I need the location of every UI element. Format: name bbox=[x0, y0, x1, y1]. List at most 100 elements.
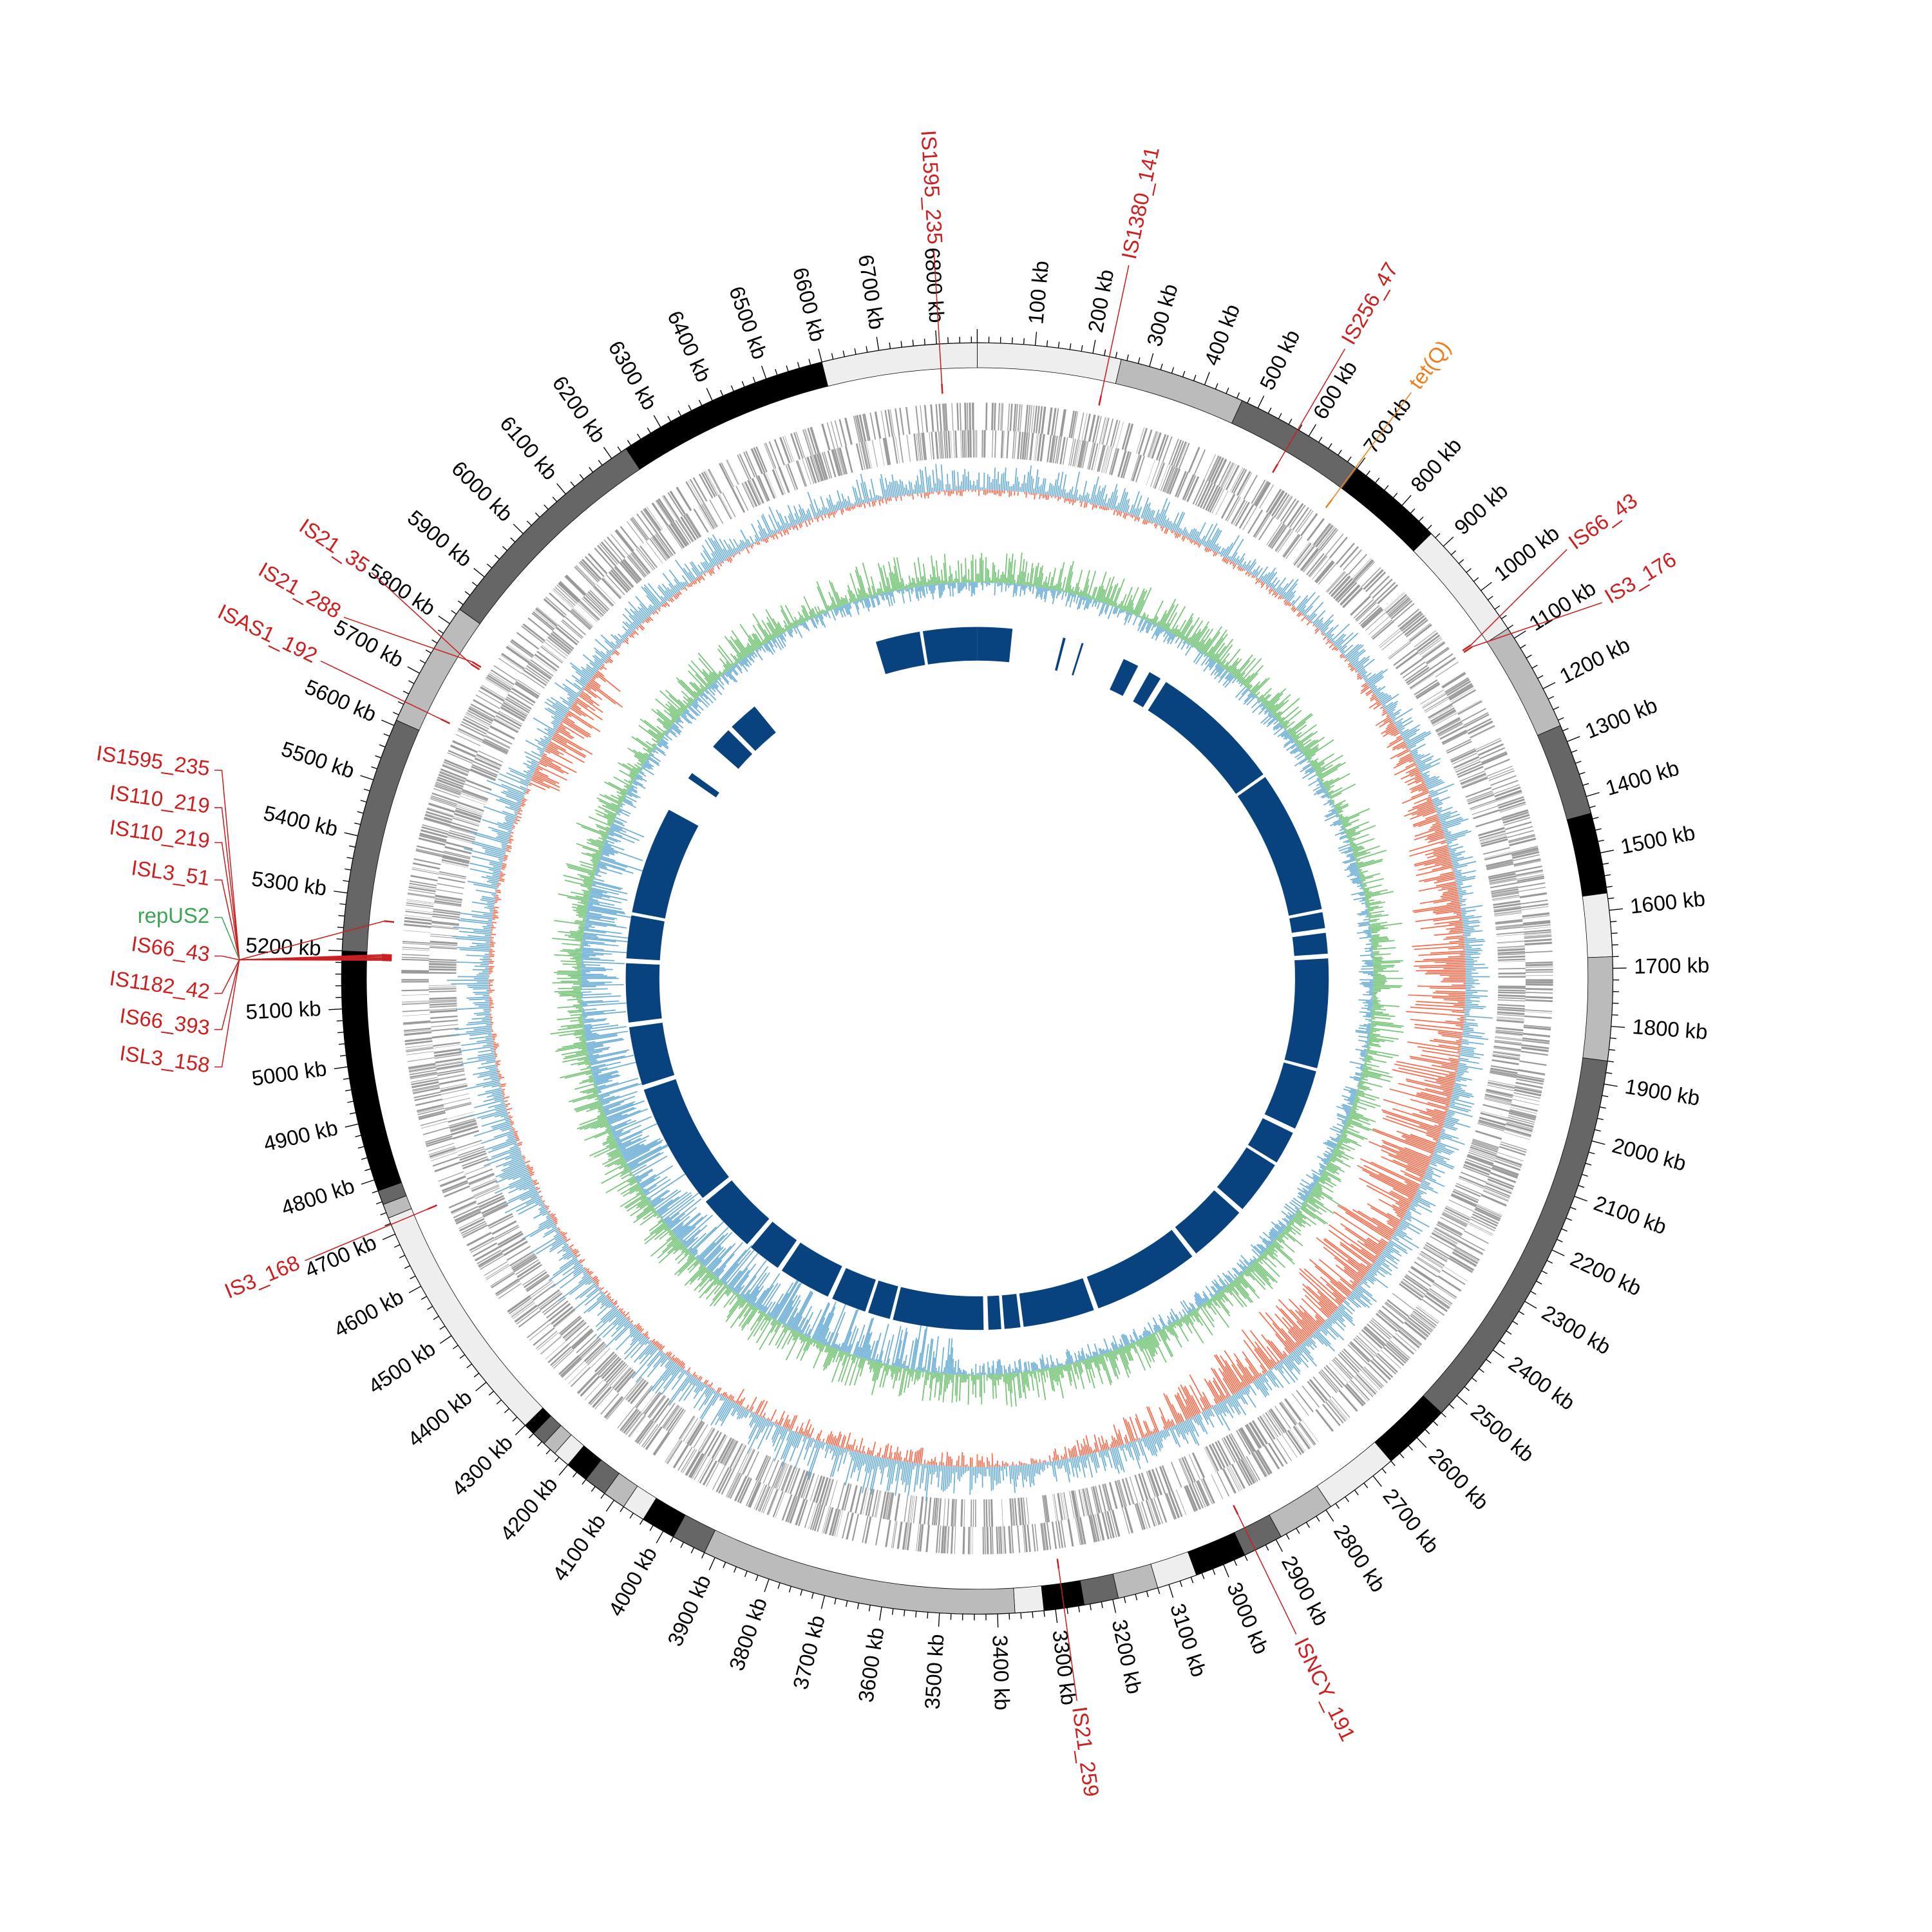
tick-label: 800 kb bbox=[1406, 433, 1466, 497]
ideogram-band bbox=[341, 951, 402, 1191]
feature-mark bbox=[1463, 646, 1473, 654]
tick-label: 100 kb bbox=[1023, 260, 1053, 325]
homology-block bbox=[1237, 777, 1322, 916]
homology-block bbox=[705, 1180, 770, 1245]
tick-label: 4100 kb bbox=[547, 1510, 610, 1585]
homology-block bbox=[1019, 1278, 1094, 1327]
gc-content-positive bbox=[550, 553, 1404, 1407]
feature-leader-line bbox=[1472, 602, 1602, 648]
tick-label: 3100 kb bbox=[1166, 1600, 1211, 1680]
tick-label: 5900 kb bbox=[403, 506, 477, 572]
homology-block bbox=[632, 810, 699, 919]
ideogram-band bbox=[1112, 1564, 1159, 1599]
tick-label: 3700 kb bbox=[788, 1613, 829, 1692]
feature-mark bbox=[427, 1204, 438, 1210]
feature-leader-line bbox=[371, 572, 471, 665]
gc-content-negative bbox=[580, 582, 1374, 1375]
tick-label: 5800 kb bbox=[364, 558, 440, 620]
tick-label: 2300 kb bbox=[1538, 1300, 1615, 1359]
tick-label: 5600 kb bbox=[301, 674, 380, 726]
homology-block bbox=[1110, 659, 1139, 696]
tick-label: 6500 kb bbox=[724, 283, 772, 363]
homology-block bbox=[1133, 672, 1161, 708]
feature-mark bbox=[1098, 395, 1103, 406]
tick-label: 2600 kb bbox=[1424, 1443, 1493, 1514]
tick-label: 5300 kb bbox=[251, 866, 328, 900]
homology-block bbox=[625, 963, 662, 1023]
homology-block bbox=[643, 1079, 729, 1198]
homology-block bbox=[781, 1242, 842, 1297]
feature-label: ISL3_158 bbox=[118, 1041, 212, 1077]
tick-label: 1200 kb bbox=[1556, 632, 1634, 688]
feature-mark bbox=[1272, 463, 1279, 473]
tick-label: 5700 kb bbox=[330, 615, 407, 672]
feature-label: tet(Q) bbox=[1404, 336, 1455, 393]
homology-block bbox=[1055, 638, 1066, 671]
homology-block bbox=[750, 1221, 797, 1268]
gc-skew-positive bbox=[447, 464, 1493, 1502]
ideogram-band bbox=[1115, 359, 1243, 424]
feature-label: IS1595_235 bbox=[916, 129, 947, 245]
tick-label: 5100 kb bbox=[245, 996, 322, 1024]
tick-label: 3800 kb bbox=[724, 1595, 772, 1674]
feature-label: IS66_393 bbox=[118, 1003, 212, 1039]
tick-label: 900 kb bbox=[1450, 478, 1513, 539]
tick-label: 3000 kb bbox=[1222, 1578, 1273, 1657]
gc-skew-negative bbox=[488, 489, 1466, 1468]
feature-mark bbox=[1325, 499, 1333, 509]
homology-block bbox=[688, 773, 719, 798]
tick-label: 2000 kb bbox=[1610, 1133, 1689, 1175]
feature-mark bbox=[440, 718, 451, 724]
ideogram-band bbox=[1013, 1586, 1045, 1614]
gc-skew-track bbox=[447, 464, 1493, 1502]
feature-mark bbox=[1462, 644, 1472, 652]
feature-label: ISAS1_192 bbox=[214, 600, 321, 668]
tick-label: 3400 kb bbox=[988, 1634, 1014, 1710]
tick-label: 2700 kb bbox=[1378, 1484, 1444, 1558]
feature-label: IS1595_235 bbox=[95, 741, 211, 780]
feature-label: IS1182_42 bbox=[108, 966, 211, 1003]
tick-label: 4500 kb bbox=[364, 1336, 440, 1398]
homology-block-track bbox=[625, 627, 1329, 1331]
tick-label: 1600 kb bbox=[1629, 886, 1706, 918]
tick-label: 5200 kb bbox=[245, 933, 322, 960]
feature-mark bbox=[471, 661, 482, 668]
tick-label: 6700 kb bbox=[854, 253, 889, 331]
ideogram-ring bbox=[341, 342, 1614, 1615]
homology-block bbox=[1247, 1118, 1293, 1163]
tick-label: 4700 kb bbox=[301, 1230, 380, 1282]
tick-label: 1500 kb bbox=[1618, 820, 1697, 858]
tick-label: 1000 kb bbox=[1490, 521, 1564, 586]
tick-label: 1300 kb bbox=[1582, 693, 1660, 743]
feature-leader-line bbox=[214, 807, 383, 961]
ideogram-band bbox=[1374, 1395, 1442, 1462]
tick-label: 1900 kb bbox=[1624, 1074, 1702, 1110]
homology-block bbox=[1148, 681, 1264, 794]
ideogram-band bbox=[395, 609, 480, 731]
homology-block bbox=[629, 1022, 675, 1086]
feature-leader-line bbox=[1101, 265, 1130, 396]
ideogram-band bbox=[977, 342, 1122, 384]
tick-label: 6400 kb bbox=[663, 307, 715, 386]
homology-block bbox=[1086, 1229, 1193, 1309]
tick-lines bbox=[328, 328, 1627, 1628]
tick-label: 4900 kb bbox=[261, 1115, 340, 1156]
homology-block bbox=[977, 627, 1013, 663]
homology-block bbox=[732, 706, 776, 751]
feature-leader-line bbox=[1470, 549, 1567, 646]
homology-block bbox=[1217, 1147, 1275, 1209]
tick-label: 6100 kb bbox=[495, 412, 562, 484]
tick-label: 4600 kb bbox=[330, 1284, 407, 1341]
tick-label: 4300 kb bbox=[447, 1430, 517, 1501]
feature-leader-line bbox=[933, 251, 943, 384]
tick-label: 6300 kb bbox=[604, 337, 662, 414]
feature-mark bbox=[381, 959, 392, 961]
tick-label: 3900 kb bbox=[663, 1571, 715, 1650]
homology-block bbox=[1292, 933, 1328, 956]
tick-label: 1400 kb bbox=[1603, 755, 1682, 800]
feature-leader-line bbox=[1058, 1568, 1078, 1701]
feature-mark bbox=[384, 920, 395, 923]
tick-label: 2400 kb bbox=[1504, 1351, 1580, 1414]
